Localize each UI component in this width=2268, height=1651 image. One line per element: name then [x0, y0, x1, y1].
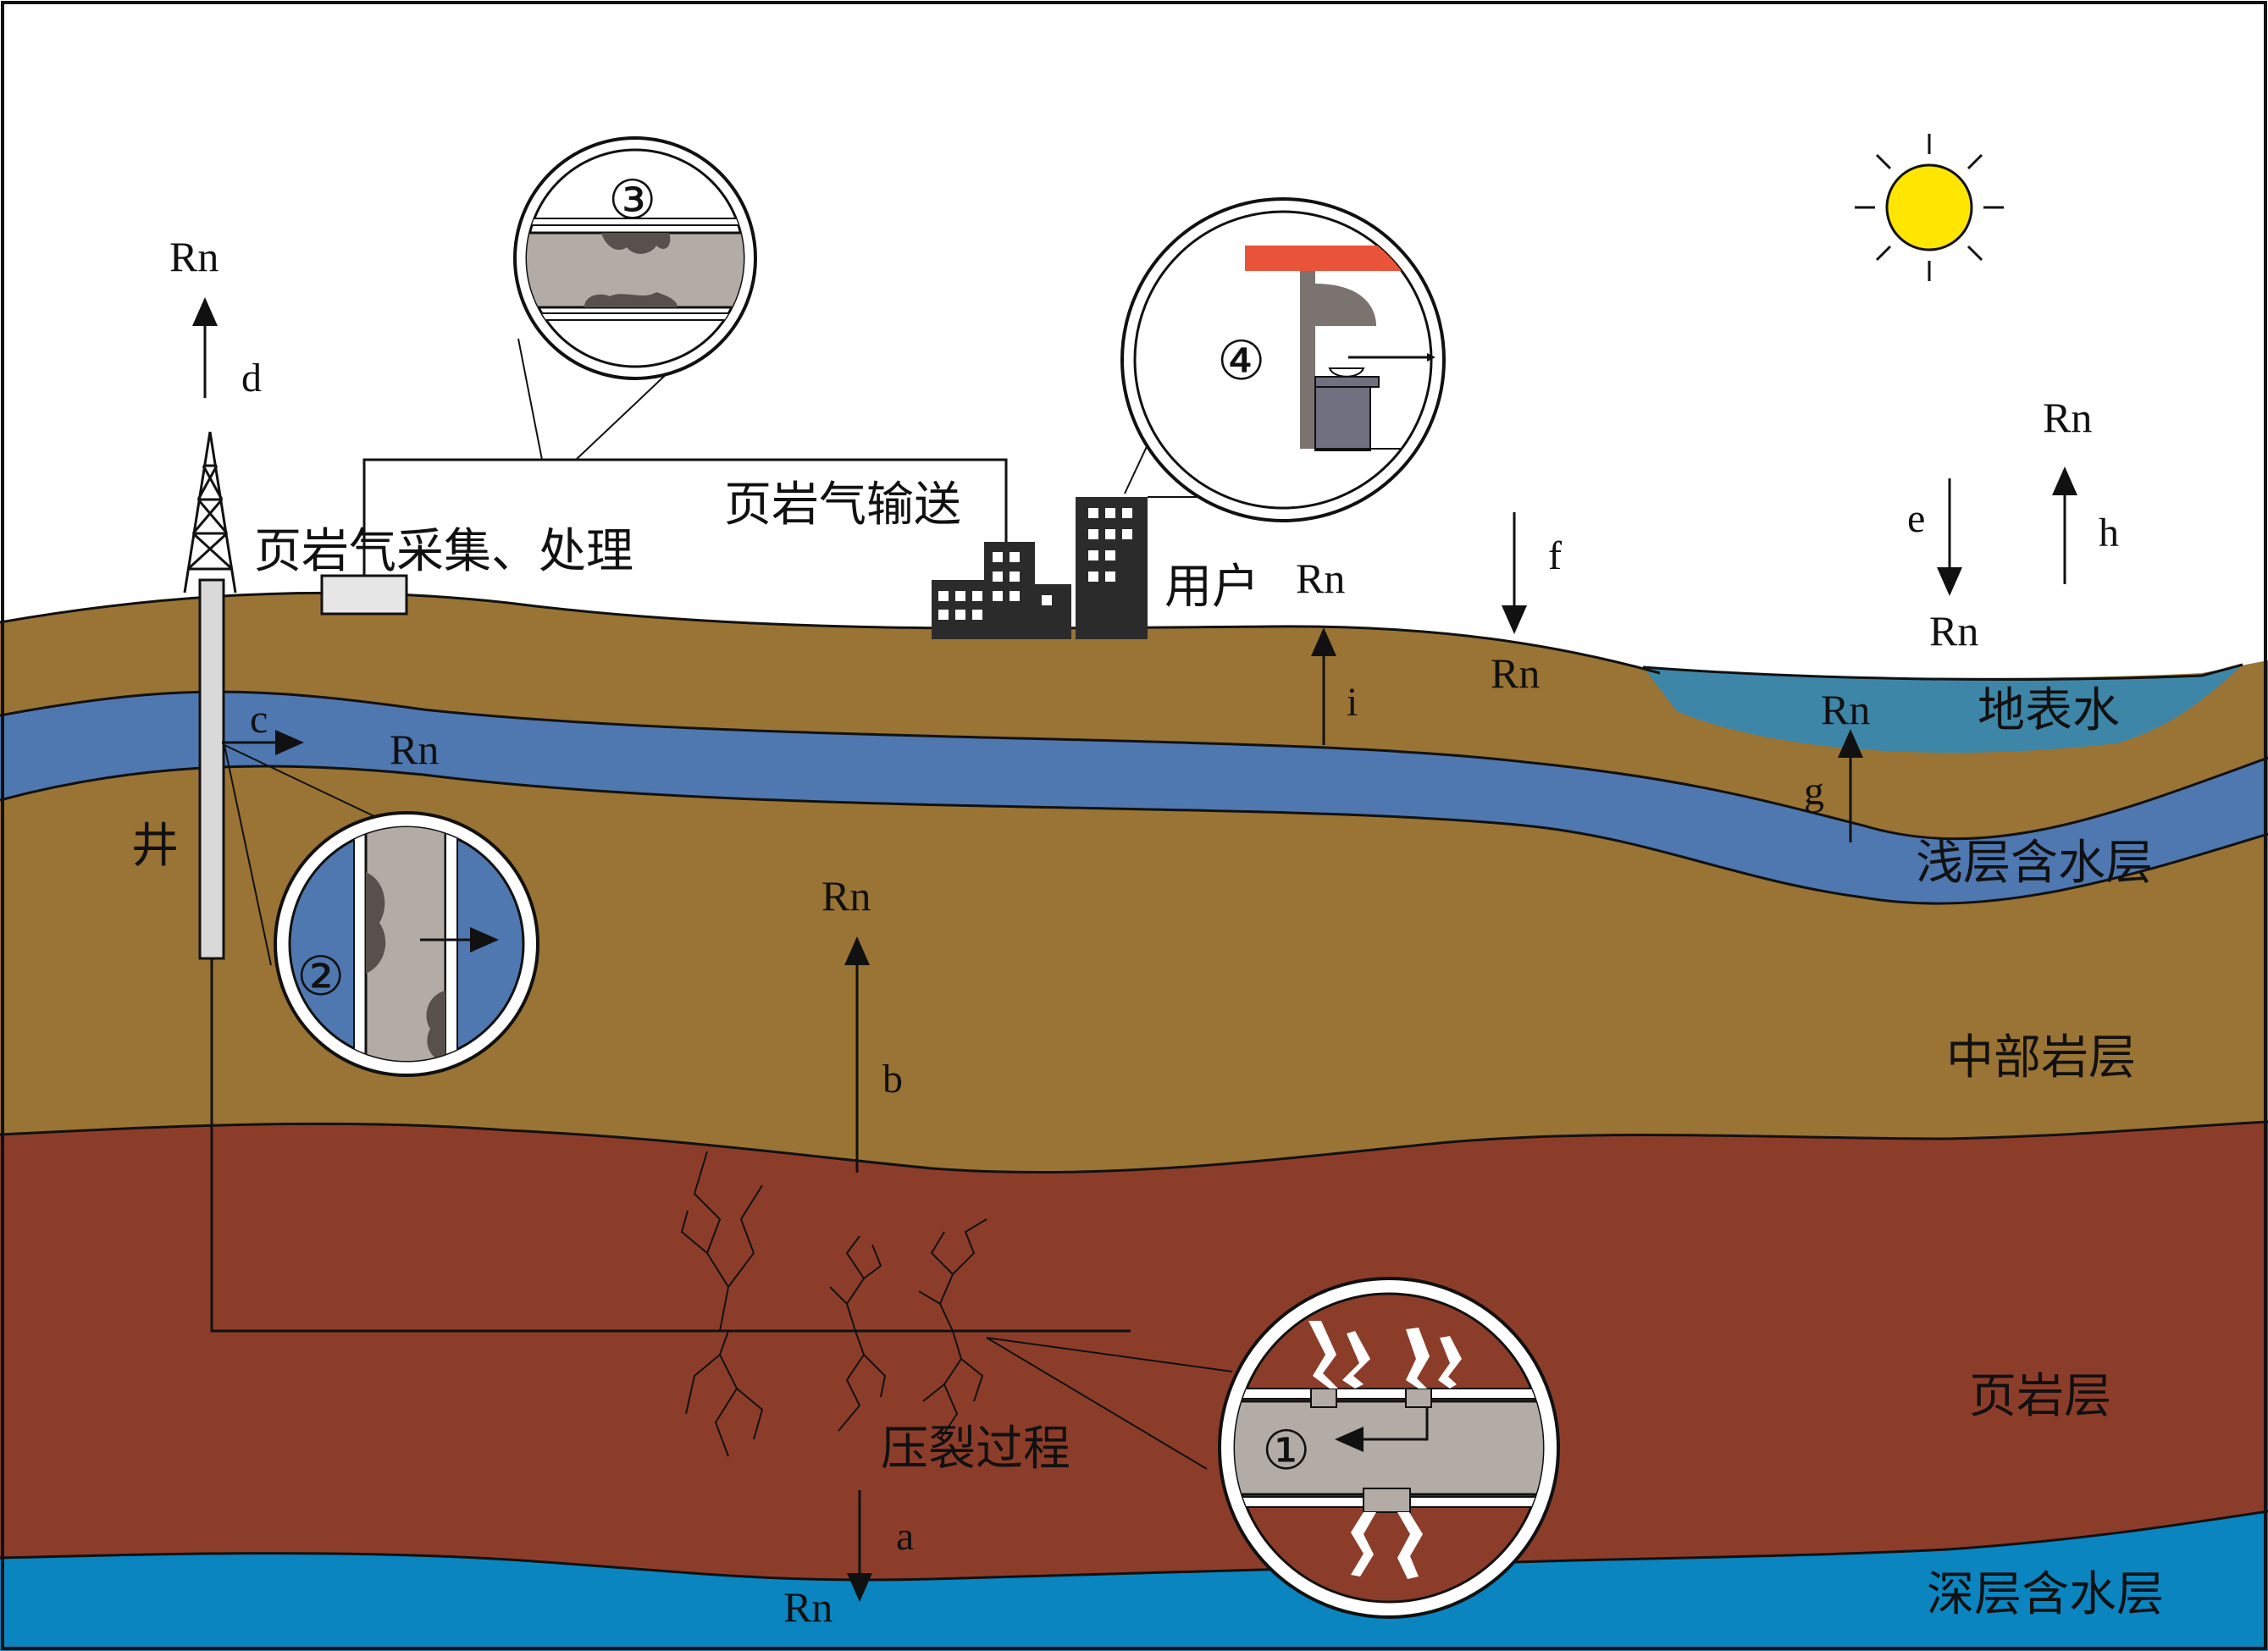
- rn-label-d: Rn: [169, 233, 219, 280]
- inset-3-pipeline-deposit: [513, 136, 757, 380]
- label-b: b: [882, 1057, 903, 1102]
- label-d: d: [241, 356, 262, 400]
- label-e: e: [1907, 496, 1925, 541]
- horizontal-well-bore: [210, 958, 1131, 1333]
- label-f: f: [1548, 533, 1562, 578]
- surface-water-body: [1643, 665, 2243, 754]
- inset-number-2: ②: [296, 946, 345, 1008]
- label-surface-water: 地表水: [1978, 683, 2120, 738]
- label-h: h: [2099, 511, 2119, 555]
- rn-label-f: Rn: [1491, 649, 1540, 697]
- inset-1-fracturing: [1218, 1277, 1560, 1619]
- rn-label-e: Rn: [1929, 607, 1978, 654]
- sun-icon: [1855, 134, 2004, 281]
- label-deep-aquifer: 深层含水层: [1927, 1567, 2164, 1622]
- inset-4-user-exposure: [1120, 197, 1446, 522]
- label-shale-gas-collection: 页岩气采集、处理: [254, 524, 633, 579]
- label-c: c: [250, 697, 268, 742]
- inset-number-4: ④: [1217, 330, 1265, 393]
- label-shale-gas-transport: 页岩气输送: [724, 478, 961, 533]
- fracture-network: [680, 1151, 987, 1457]
- rn-label-a: Rn: [783, 1583, 833, 1631]
- label-i: i: [1347, 680, 1358, 725]
- drilling-derrick-icon: [183, 431, 237, 594]
- shale-layer: [0, 1122, 2268, 1651]
- label-fracturing: 压裂过程: [881, 1422, 1070, 1477]
- label-middle-rock: 中部岩层: [1946, 1030, 2136, 1085]
- rn-label-ground: Rn: [1296, 555, 1345, 602]
- label-shale-layer: 页岩层: [1969, 1369, 2111, 1424]
- label-users: 用户: [1164, 560, 1259, 615]
- rn-label-b: Rn: [821, 872, 871, 919]
- shallow-aquifer-layer: [0, 692, 2268, 904]
- rn-label-g: Rn: [1821, 686, 1870, 733]
- label-shallow-aquifer: 浅层含水层: [1916, 836, 2153, 891]
- inset-2-casing-leak: [274, 811, 539, 1077]
- rn-label-c: Rn: [390, 726, 439, 773]
- label-g: g: [1804, 769, 1824, 814]
- flow-arrows: [192, 297, 2077, 1602]
- layer-outlines: [0, 591, 2268, 1582]
- rn-label-h: Rn: [2043, 394, 2092, 441]
- well-casing: [198, 578, 225, 960]
- inset-number-1: ①: [1262, 1420, 1310, 1483]
- inset-number-3: ③: [608, 169, 656, 232]
- gas-pipeline: [362, 458, 1008, 576]
- deep-aquifer-layer: [0, 1511, 2268, 1651]
- label-a: a: [896, 1514, 914, 1559]
- gas-processing-facility: [320, 574, 408, 616]
- label-well: 井: [131, 819, 179, 874]
- user-buildings-icon: [932, 497, 1148, 639]
